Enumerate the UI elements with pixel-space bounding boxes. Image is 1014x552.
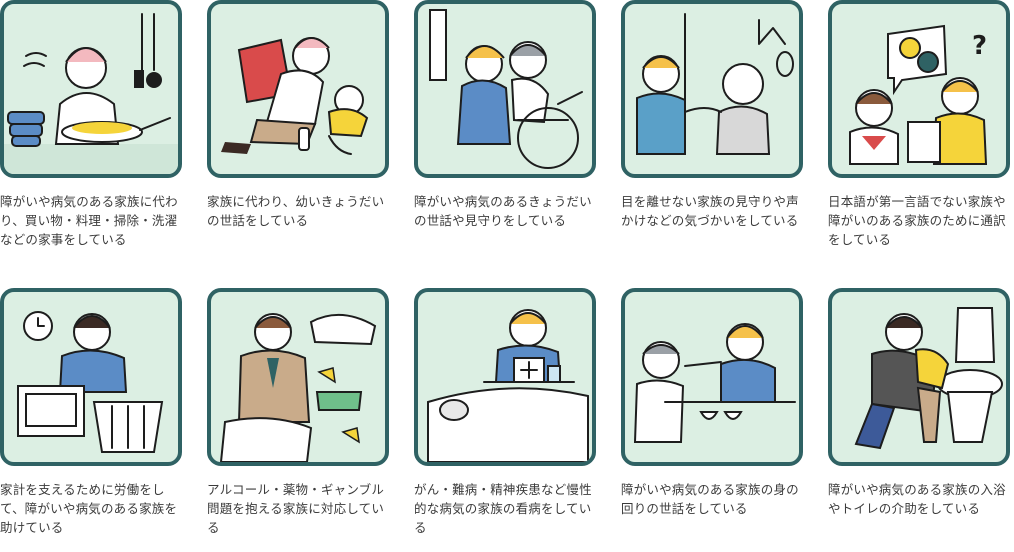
- svg-text:?: ?: [972, 31, 987, 61]
- working-illustration: [0, 288, 182, 466]
- addiction-support-illustration: [207, 288, 389, 466]
- card-caption: 日本語が第一言語でない家族や障がいのある家族のために通訳をしている: [828, 194, 1006, 247]
- card-caption: 障がいや病気のあるきょうだいの世話や見守りをしている: [414, 194, 592, 228]
- card-caption: 障がいや病気のある家族の身の回りの世話をしている: [621, 482, 799, 516]
- feeding-illustration: [621, 288, 803, 466]
- cooking-illustration: [0, 0, 182, 178]
- nursing-illustration: [414, 288, 596, 466]
- card-caption: 家族に代わり、幼いきょうだいの世話をしている: [207, 194, 385, 228]
- card-caption: 目を離せない家族の見守りや声かけなどの気づかいをしている: [621, 194, 799, 228]
- card-caption: 障がいや病気のある家族に代わり、買い物・料理・掃除・洗濯などの家事をしている: [0, 194, 178, 247]
- interpreting-illustration: ?: [828, 0, 1010, 178]
- card-caption: 家計を支えるために労働をして、障がいや病気のある家族を助けている: [0, 482, 178, 535]
- watching-elder-illustration: [621, 0, 803, 178]
- wheelchair-care-illustration: [414, 0, 596, 178]
- card-caption: アルコール・薬物・ギャンブル問題を抱える家族に対応している: [207, 482, 385, 535]
- card-caption: がん・難病・精神疾患など慢性的な病気の家族の看病をしている: [414, 482, 592, 535]
- babysitting-illustration: [207, 0, 389, 178]
- toilet-assist-illustration: [828, 288, 1010, 466]
- card-caption: 障がいや病気のある家族の入浴やトイレの介助をしている: [828, 482, 1006, 516]
